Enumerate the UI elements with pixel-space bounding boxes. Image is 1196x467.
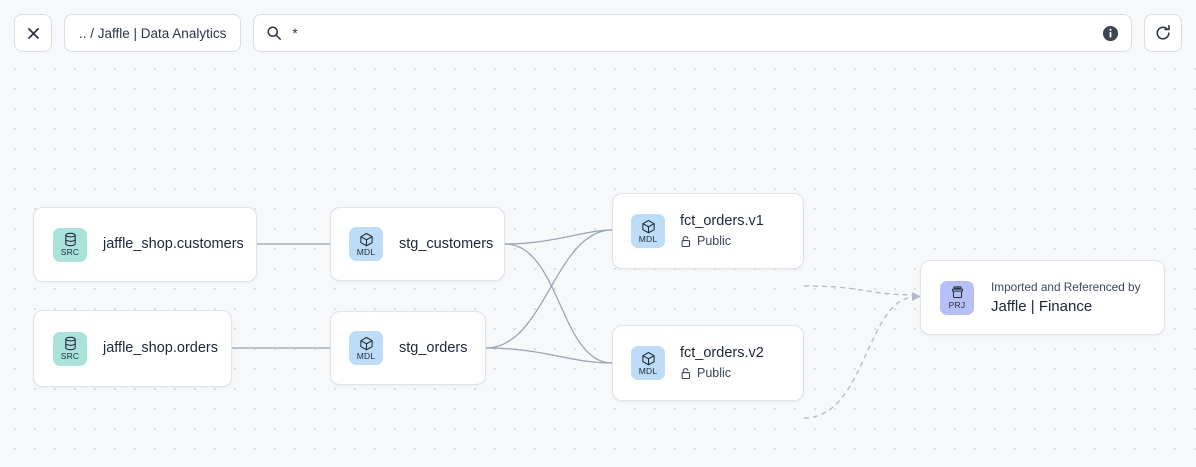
node-visibility-label: Public <box>697 234 732 248</box>
node-mdl-fct-orders-v2[interactable]: MDL fct_orders.v2 Public <box>612 325 804 401</box>
badge-code-mdl: MDL <box>356 350 376 361</box>
node-title: jaffle_shop.orders <box>103 340 219 356</box>
search-icon <box>267 26 282 40</box>
node-kind-badge-src: SRC <box>53 331 87 366</box>
info-circle-icon[interactable] <box>1102 25 1119 42</box>
node-kind-badge-prj: PRJ <box>940 280 974 315</box>
node-body: fct_orders.v1 Public <box>680 212 764 250</box>
project-box-icon <box>951 286 963 298</box>
refresh-icon <box>1156 24 1170 40</box>
node-kind-badge-src: SRC <box>53 227 87 262</box>
node-kind-badge-mdl: MDL <box>349 227 383 261</box>
badge-code-mdl: MDL <box>638 365 658 376</box>
node-title: jaffle_shop.customers <box>103 236 244 252</box>
node-body: stg_orders <box>399 339 468 358</box>
badge-code-src: SRC <box>60 247 80 257</box>
cube-icon <box>641 219 655 233</box>
node-visibility: Public <box>680 233 764 250</box>
close-button[interactable] <box>14 14 52 52</box>
node-mdl-stg-customers[interactable]: MDL stg_customers <box>330 207 505 281</box>
search-value: * <box>292 25 298 41</box>
node-body: fct_orders.v2 Public <box>680 344 764 382</box>
cube-icon <box>359 336 373 350</box>
node-title: fct_orders.v1 <box>680 213 764 229</box>
node-title: fct_orders.v2 <box>680 345 764 361</box>
edge-fct-v1-to-project <box>803 285 917 296</box>
edge-stg-customers-to-fct-v2 <box>504 243 613 364</box>
unlock-icon <box>681 368 691 380</box>
node-relationship-label: Imported and Referenced by <box>991 279 1141 294</box>
node-title: Jaffle | Finance <box>991 297 1093 315</box>
search-input[interactable]: * <box>253 14 1132 52</box>
node-src-orders[interactable]: SRC jaffle_shop.orders <box>33 310 232 387</box>
badge-code-src: SRC <box>60 351 80 361</box>
edge-stg-orders-to-fct-v2 <box>485 347 613 364</box>
node-mdl-stg-orders[interactable]: MDL stg_orders <box>330 311 486 385</box>
node-src-customers[interactable]: SRC jaffle_shop.customers <box>33 207 257 282</box>
node-kind-badge-mdl: MDL <box>631 214 665 248</box>
top-toolbar: .. / Jaffle | Data Analytics * <box>0 0 1196 66</box>
node-body: stg_customers <box>399 235 494 254</box>
database-icon <box>64 232 76 247</box>
node-body: jaffle_shop.orders <box>103 339 219 358</box>
edge-fct-v2-to-project <box>803 296 915 419</box>
edge-stg-customers-to-fct-v1 <box>504 229 613 245</box>
node-prj-jaffle-finance[interactable]: PRJ Imported and Referenced by Jaffle | … <box>920 260 1165 335</box>
database-icon <box>64 336 76 351</box>
node-kind-badge-mdl: MDL <box>349 331 383 365</box>
close-icon <box>27 27 39 39</box>
node-visibility-label: Public <box>697 366 732 380</box>
node-mdl-fct-orders-v1[interactable]: MDL fct_orders.v1 Public <box>612 193 804 269</box>
node-body: Imported and Referenced by Jaffle | Fina… <box>991 279 1141 317</box>
badge-code-prj: PRJ <box>948 300 966 310</box>
node-body: jaffle_shop.customers <box>103 235 244 254</box>
node-title: stg_customers <box>399 235 494 252</box>
cube-icon <box>359 232 373 246</box>
breadcrumb-label: .. / Jaffle | Data Analytics <box>79 25 227 41</box>
node-title: stg_orders <box>399 339 468 356</box>
refresh-button[interactable] <box>1144 14 1182 52</box>
badge-code-mdl: MDL <box>638 233 658 244</box>
unlock-icon <box>681 236 691 248</box>
cube-icon <box>641 351 655 365</box>
node-visibility: Public <box>680 365 764 382</box>
lineage-canvas[interactable]: SRC jaffle_shop.customers SRC jaffle_sho… <box>0 56 1196 467</box>
badge-code-mdl: MDL <box>356 246 376 257</box>
breadcrumb[interactable]: .. / Jaffle | Data Analytics <box>64 14 242 52</box>
node-kind-badge-mdl: MDL <box>631 346 665 380</box>
